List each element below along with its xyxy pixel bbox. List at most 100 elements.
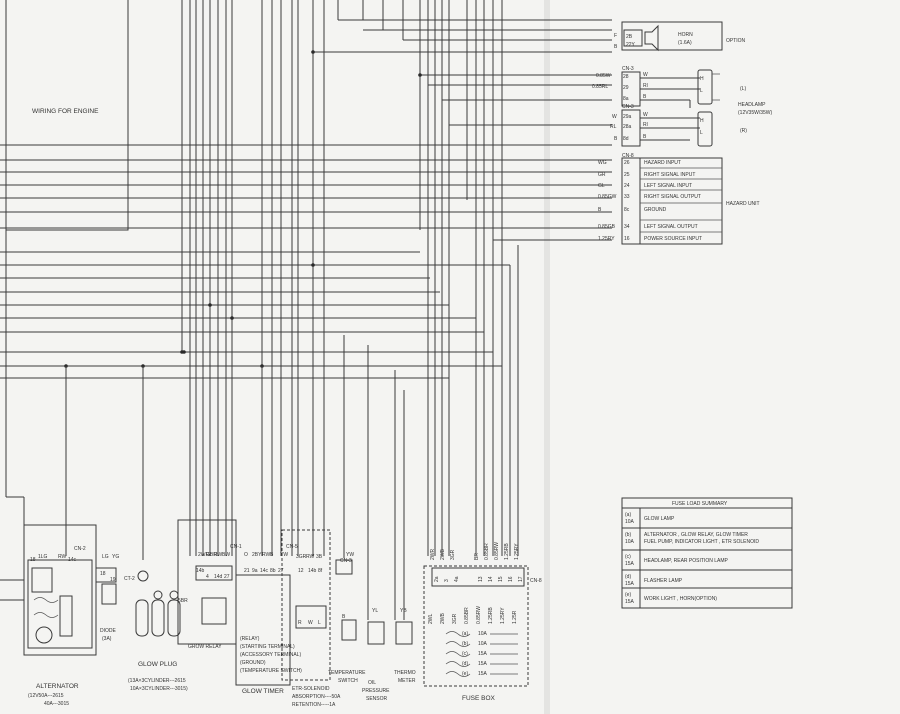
svg-text:CT-2: CT-2 <box>124 576 135 582</box>
fuse-row-load-4: WORK LIGHT , HORN(OPTION) <box>644 596 717 602</box>
junction-dots <box>64 50 422 368</box>
headlamp-connector-top: CN-3 <box>622 66 634 72</box>
fuse-symbol-2 <box>445 651 471 657</box>
fuse-row-id-4: (e) <box>625 592 631 598</box>
fusebox-top-wire-7: 1.25RB <box>504 543 510 560</box>
svg-text:2WR: 2WR <box>198 552 210 558</box>
svg-text:8a: 8a <box>623 96 629 102</box>
fusebox-top-pin-5: 14 <box>488 576 494 582</box>
fuse-box-connector <box>431 567 525 587</box>
horn-connector <box>623 29 643 47</box>
svg-text:SENSOR: SENSOR <box>366 696 388 702</box>
svg-text:18: 18 <box>30 557 36 563</box>
fuse-id-3: (d) <box>462 661 468 667</box>
hazard-wire-4: B <box>598 207 602 213</box>
etr-name: ETR-SOLENOID <box>292 686 330 692</box>
svg-text:Rl: Rl <box>643 122 648 128</box>
glow-timer: 21 9a 14c 8b 27 O 2BY RW B YW CN-1 (RELA… <box>230 544 302 695</box>
horn-icon <box>644 24 659 52</box>
fusebox-top-wire-4: BR <box>474 553 480 560</box>
hazard-wire-3: 0.85GW <box>598 194 617 200</box>
svg-text:W: W <box>643 112 648 118</box>
svg-text:W: W <box>308 620 313 626</box>
fusebox-top-wire-8: 1.25RY <box>514 543 520 560</box>
fuse-rating-1: 10A <box>478 641 488 647</box>
svg-text:5BR: 5BR <box>178 598 188 604</box>
svg-text:14b: 14b <box>196 568 205 574</box>
thermo-meter-icon <box>395 621 413 645</box>
svg-text:B: B <box>643 94 647 100</box>
fuse-row-load-3: FLASHER LAMP <box>644 578 683 584</box>
fusebox-top-wire-1: 2WB <box>440 549 446 561</box>
fuse-row-rating-4: 15A <box>625 599 635 605</box>
hazard-wire-1: GR <box>598 172 606 178</box>
svg-text:8f: 8f <box>318 568 323 574</box>
svg-text:4: 4 <box>206 574 209 580</box>
diode-rating: (3A) <box>102 636 112 642</box>
diode-symbol <box>101 583 117 605</box>
fuse-box-frame <box>423 565 529 687</box>
alternator-frame <box>23 524 97 656</box>
hazard-label-6: POWER SOURCE INPUT <box>644 236 702 242</box>
svg-text:YW: YW <box>280 552 288 558</box>
fusebox-top-pin-4: 13 <box>478 576 484 582</box>
hazard-label-5: LEFT SIGNAL OUTPUT <box>644 224 698 230</box>
fusebox-top-wire-5: 0.85BR <box>484 543 490 560</box>
hazard-pin-6: 16 <box>624 236 630 242</box>
hazard-wire-2: GL <box>598 183 605 189</box>
glow-relay-connector <box>195 565 233 581</box>
svg-text:29: 29 <box>623 85 629 91</box>
svg-text:RL: RL <box>610 124 617 130</box>
svg-text:1LG: 1LG <box>38 554 48 560</box>
hazard-pin-2: 24 <box>624 183 630 189</box>
svg-text:3B: 3B <box>316 554 323 560</box>
hazard-connector: CN-8 <box>622 153 634 159</box>
frame-engine-box <box>6 0 129 231</box>
fuse-summary-title: FUSE LOAD SUMMARY <box>672 501 728 507</box>
svg-text:2BY: 2BY <box>252 552 262 558</box>
svg-text:METER: METER <box>398 678 416 684</box>
svg-text:CN-5: CN-5 <box>286 544 298 550</box>
headlamp-rating: (12V35W/35W) <box>738 110 773 116</box>
svg-text:SWITCH: SWITCH <box>338 678 358 684</box>
glow-relay-coil <box>201 597 227 625</box>
fusebox-top-wire-6: 0.85RW <box>494 542 500 560</box>
svg-text:(GROUND): (GROUND) <box>240 660 266 666</box>
component-feed-wires <box>65 335 405 620</box>
alternator-stator <box>35 626 53 644</box>
hazard-name: HAZARD UNIT <box>726 201 760 207</box>
fuse-row-rating-3: 15A <box>625 581 635 587</box>
svg-text:(12V50A---2615: (12V50A---2615 <box>28 693 64 699</box>
svg-text:14d: 14d <box>214 574 223 580</box>
horn-wire-1: 2B <box>626 34 633 40</box>
svg-text:THERMO: THERMO <box>394 670 416 676</box>
fuse-row-load-2: HEADLAMP, REAR POSITION LAMP <box>644 558 728 564</box>
fuse-symbol-1 <box>445 641 471 647</box>
svg-text:CN-1: CN-1 <box>230 544 242 550</box>
etr-solenoid: 12 14b 8f 3GR RW 3B CN-5 R W L ETR-SOLEN… <box>281 529 341 708</box>
hazard-frame <box>621 157 723 245</box>
fuse-rating-0: 10A <box>478 631 488 637</box>
glow-plug: 5BR GLOW PLUG (13A×3CYLINDER---2615 10A×… <box>128 570 188 692</box>
svg-text:19: 19 <box>110 577 116 583</box>
alternator-rectifier <box>59 595 73 637</box>
svg-text:H: H <box>700 118 704 124</box>
svg-text:YG: YG <box>112 554 119 560</box>
fuse-id-0: (a) <box>462 631 468 637</box>
alternator-regulator <box>31 567 53 593</box>
svg-text:Rl: Rl <box>643 83 648 89</box>
svg-text:CN-8: CN-8 <box>530 578 542 584</box>
fusebox-bottom-wire-1: 2WB <box>440 613 446 625</box>
hazard-wire-0: WG <box>598 160 607 166</box>
fuse-row-id-0: (a) <box>625 512 631 518</box>
fuse-row-id-3: (d) <box>625 574 631 580</box>
svg-text:ABSORPTION----50A: ABSORPTION----50A <box>292 694 341 700</box>
svg-text:40A---3015: 40A---3015 <box>44 701 69 707</box>
headlamp-l-wire-2: 0.85RL <box>592 84 608 90</box>
svg-text:H: H <box>700 76 704 82</box>
svg-text:8b: 8b <box>270 568 276 574</box>
headlamp-left-label: (L) <box>740 86 746 92</box>
svg-text:PRESSURE: PRESSURE <box>362 688 390 694</box>
